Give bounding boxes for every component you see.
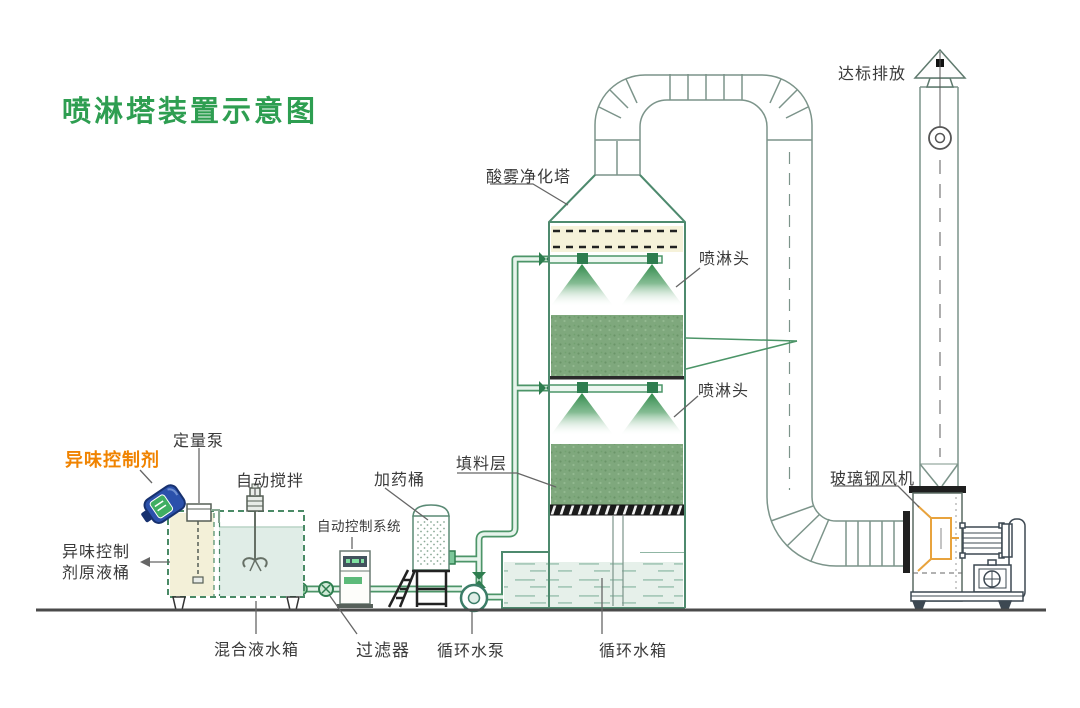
label-spray-head-1: 喷淋头 (699, 251, 751, 268)
ladder (387, 569, 417, 608)
label-dosing-barrel: 加药桶 (374, 472, 426, 489)
fan-motor (959, 518, 1026, 600)
control-cabinet (337, 550, 373, 608)
label-mixing-tank: 混合液水箱 (214, 642, 300, 659)
packing-layer-lower (551, 444, 683, 505)
chimney-centerline (928, 52, 952, 457)
circulating-pump-symbol (459, 583, 489, 613)
spray-cone (620, 393, 684, 436)
spray-cone (550, 393, 614, 436)
label-odor-agent: 异味控制剂 (65, 450, 160, 470)
label-agent-barrel: 异味控制 剂原液桶 (62, 543, 142, 585)
duct-arch (594, 74, 813, 497)
mixing-tank (167, 483, 305, 611)
spray-cone (620, 264, 684, 307)
barrel-stand (412, 569, 450, 607)
duct-drain-lines (685, 337, 798, 370)
packing-support-grid (548, 504, 686, 516)
label-agent-barrel-line2: 剂原液桶 (62, 564, 131, 582)
label-circulating-tank: 循环水箱 (599, 643, 668, 660)
duct-elbow-to-fan (766, 496, 903, 567)
spray-header-1 (548, 255, 663, 264)
tower (548, 174, 686, 608)
fan-assembly (910, 492, 1026, 610)
label-metering-pump: 定量泵 (173, 433, 225, 450)
circulating-tank (501, 551, 685, 609)
label-tower: 酸雾净化塔 (486, 169, 572, 186)
fan-outlet-flange (909, 486, 966, 493)
label-filter: 过滤器 (356, 641, 410, 660)
fan-inlet-flange (903, 511, 910, 573)
label-packing-layer: 填料层 (456, 456, 508, 473)
metering-pump-device (186, 503, 220, 584)
leader-arrowhead (140, 557, 150, 567)
fan-inlet-cone (917, 505, 959, 572)
dosing-barrel-device (387, 504, 450, 608)
leader-lines (139, 183, 920, 635)
spray-cone (550, 264, 614, 307)
label-emission: 达标排放 (838, 66, 907, 83)
label-circulating-pump: 循环水泵 (437, 643, 506, 660)
page-title: 喷淋塔装置示意图 (62, 96, 319, 128)
label-agent-barrel-line1: 异味控制 (62, 544, 131, 561)
label-fan: 玻璃钢风机 (830, 471, 916, 488)
label-auto-stir: 自动搅拌 (236, 473, 305, 490)
spray-header-2 (548, 384, 663, 393)
fan-base (910, 591, 1024, 610)
agent-jug (141, 484, 186, 524)
packing-layer-upper (551, 315, 683, 376)
label-spray-head-2: 喷淋头 (698, 383, 750, 400)
label-control-system: 自动控制系统 (317, 519, 401, 534)
